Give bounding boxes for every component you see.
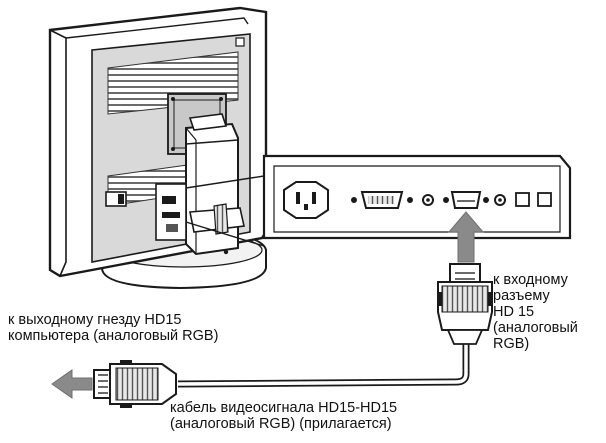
cable-label-line1: кабель видеосигнала HD15-HD15 — [170, 400, 398, 416]
connect-arrow-up — [447, 211, 485, 263]
ac-inlet — [283, 181, 329, 219]
monitor-input-label-line4: (аналоговый — [493, 320, 578, 336]
hd15-plug-computer — [93, 360, 177, 408]
computer-output-label: к выходному гнезду HD15 компьютера (анал… — [8, 312, 218, 344]
monitor-rear — [48, 6, 268, 290]
hd15-cable — [177, 340, 470, 388]
cable-label-line2: (аналоговый RGB) (прилагается) — [170, 416, 392, 432]
monitor-input-label: к входному разъему HD 15 (аналоговый RGB… — [493, 272, 578, 352]
hd15-plug-monitor — [437, 263, 493, 345]
zoom-callout-lines — [185, 175, 265, 247]
computer-output-label-line1: к выходному гнезду HD15 — [8, 312, 182, 328]
hd15-input-port — [443, 191, 489, 209]
connector-panel-zoom — [262, 154, 572, 240]
dvi-port — [351, 191, 413, 209]
monitor-input-label-line1: к входному — [493, 272, 568, 288]
monitor-input-label-line5: RGB) — [493, 336, 530, 352]
cable-label: кабель видеосигнала HD15-HD15 (аналоговы… — [170, 400, 397, 432]
monitor-input-label-line3: HD 15 — [493, 304, 535, 320]
computer-output-label-line2: компьютера (аналоговый RGB) — [8, 328, 219, 344]
connect-arrow-left — [51, 369, 93, 399]
monitor-input-label-line2: разъему — [493, 288, 550, 304]
